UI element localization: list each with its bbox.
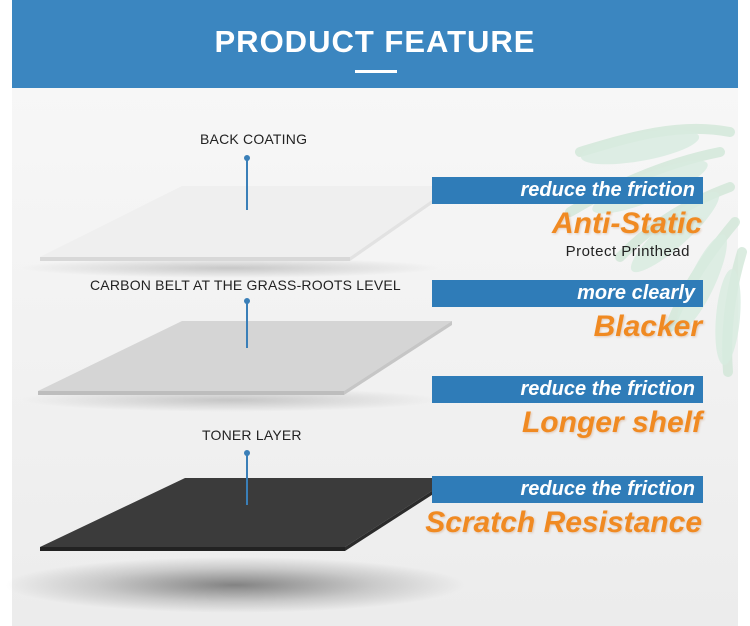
feature-subtitle-protect-printhead: Protect Printhead xyxy=(565,243,690,260)
layer-shadow xyxy=(20,258,440,278)
feature-tag-3: reduce the friction xyxy=(432,376,703,403)
pointer-dot xyxy=(244,450,250,456)
page-title: PRODUCT FEATURE xyxy=(214,24,536,59)
layer-label-toner: TONER LAYER xyxy=(202,427,302,443)
toner-layer xyxy=(40,478,452,547)
feature-title-scratch-resistance: Scratch Resistance xyxy=(425,506,702,539)
feature-tag-2: more clearly xyxy=(432,280,703,307)
feature-tag-1: reduce the friction xyxy=(432,177,703,204)
pointer-dot xyxy=(244,298,250,304)
pointer-line xyxy=(246,455,248,505)
pointer-line xyxy=(246,303,248,348)
feature-title-blacker: Blacker xyxy=(593,310,702,343)
feature-tag-4: reduce the friction xyxy=(432,476,703,503)
layer-label-back-coating: BACK COATING xyxy=(200,131,308,147)
feature-title-longer-shelf: Longer shelf xyxy=(521,406,702,439)
header-banner xyxy=(12,0,738,88)
pointer-line xyxy=(246,160,248,210)
layer-shadow xyxy=(5,557,465,613)
carbon-belt-layer xyxy=(38,321,452,391)
title-underline xyxy=(355,70,397,73)
back-coating-layer xyxy=(40,186,452,257)
layer-label-carbon-belt: CARBON BELT AT THE GRASS-ROOTS LEVEL xyxy=(90,277,401,293)
feature-title-anti-static: Anti-Static xyxy=(552,207,702,240)
pointer-dot xyxy=(244,155,250,161)
